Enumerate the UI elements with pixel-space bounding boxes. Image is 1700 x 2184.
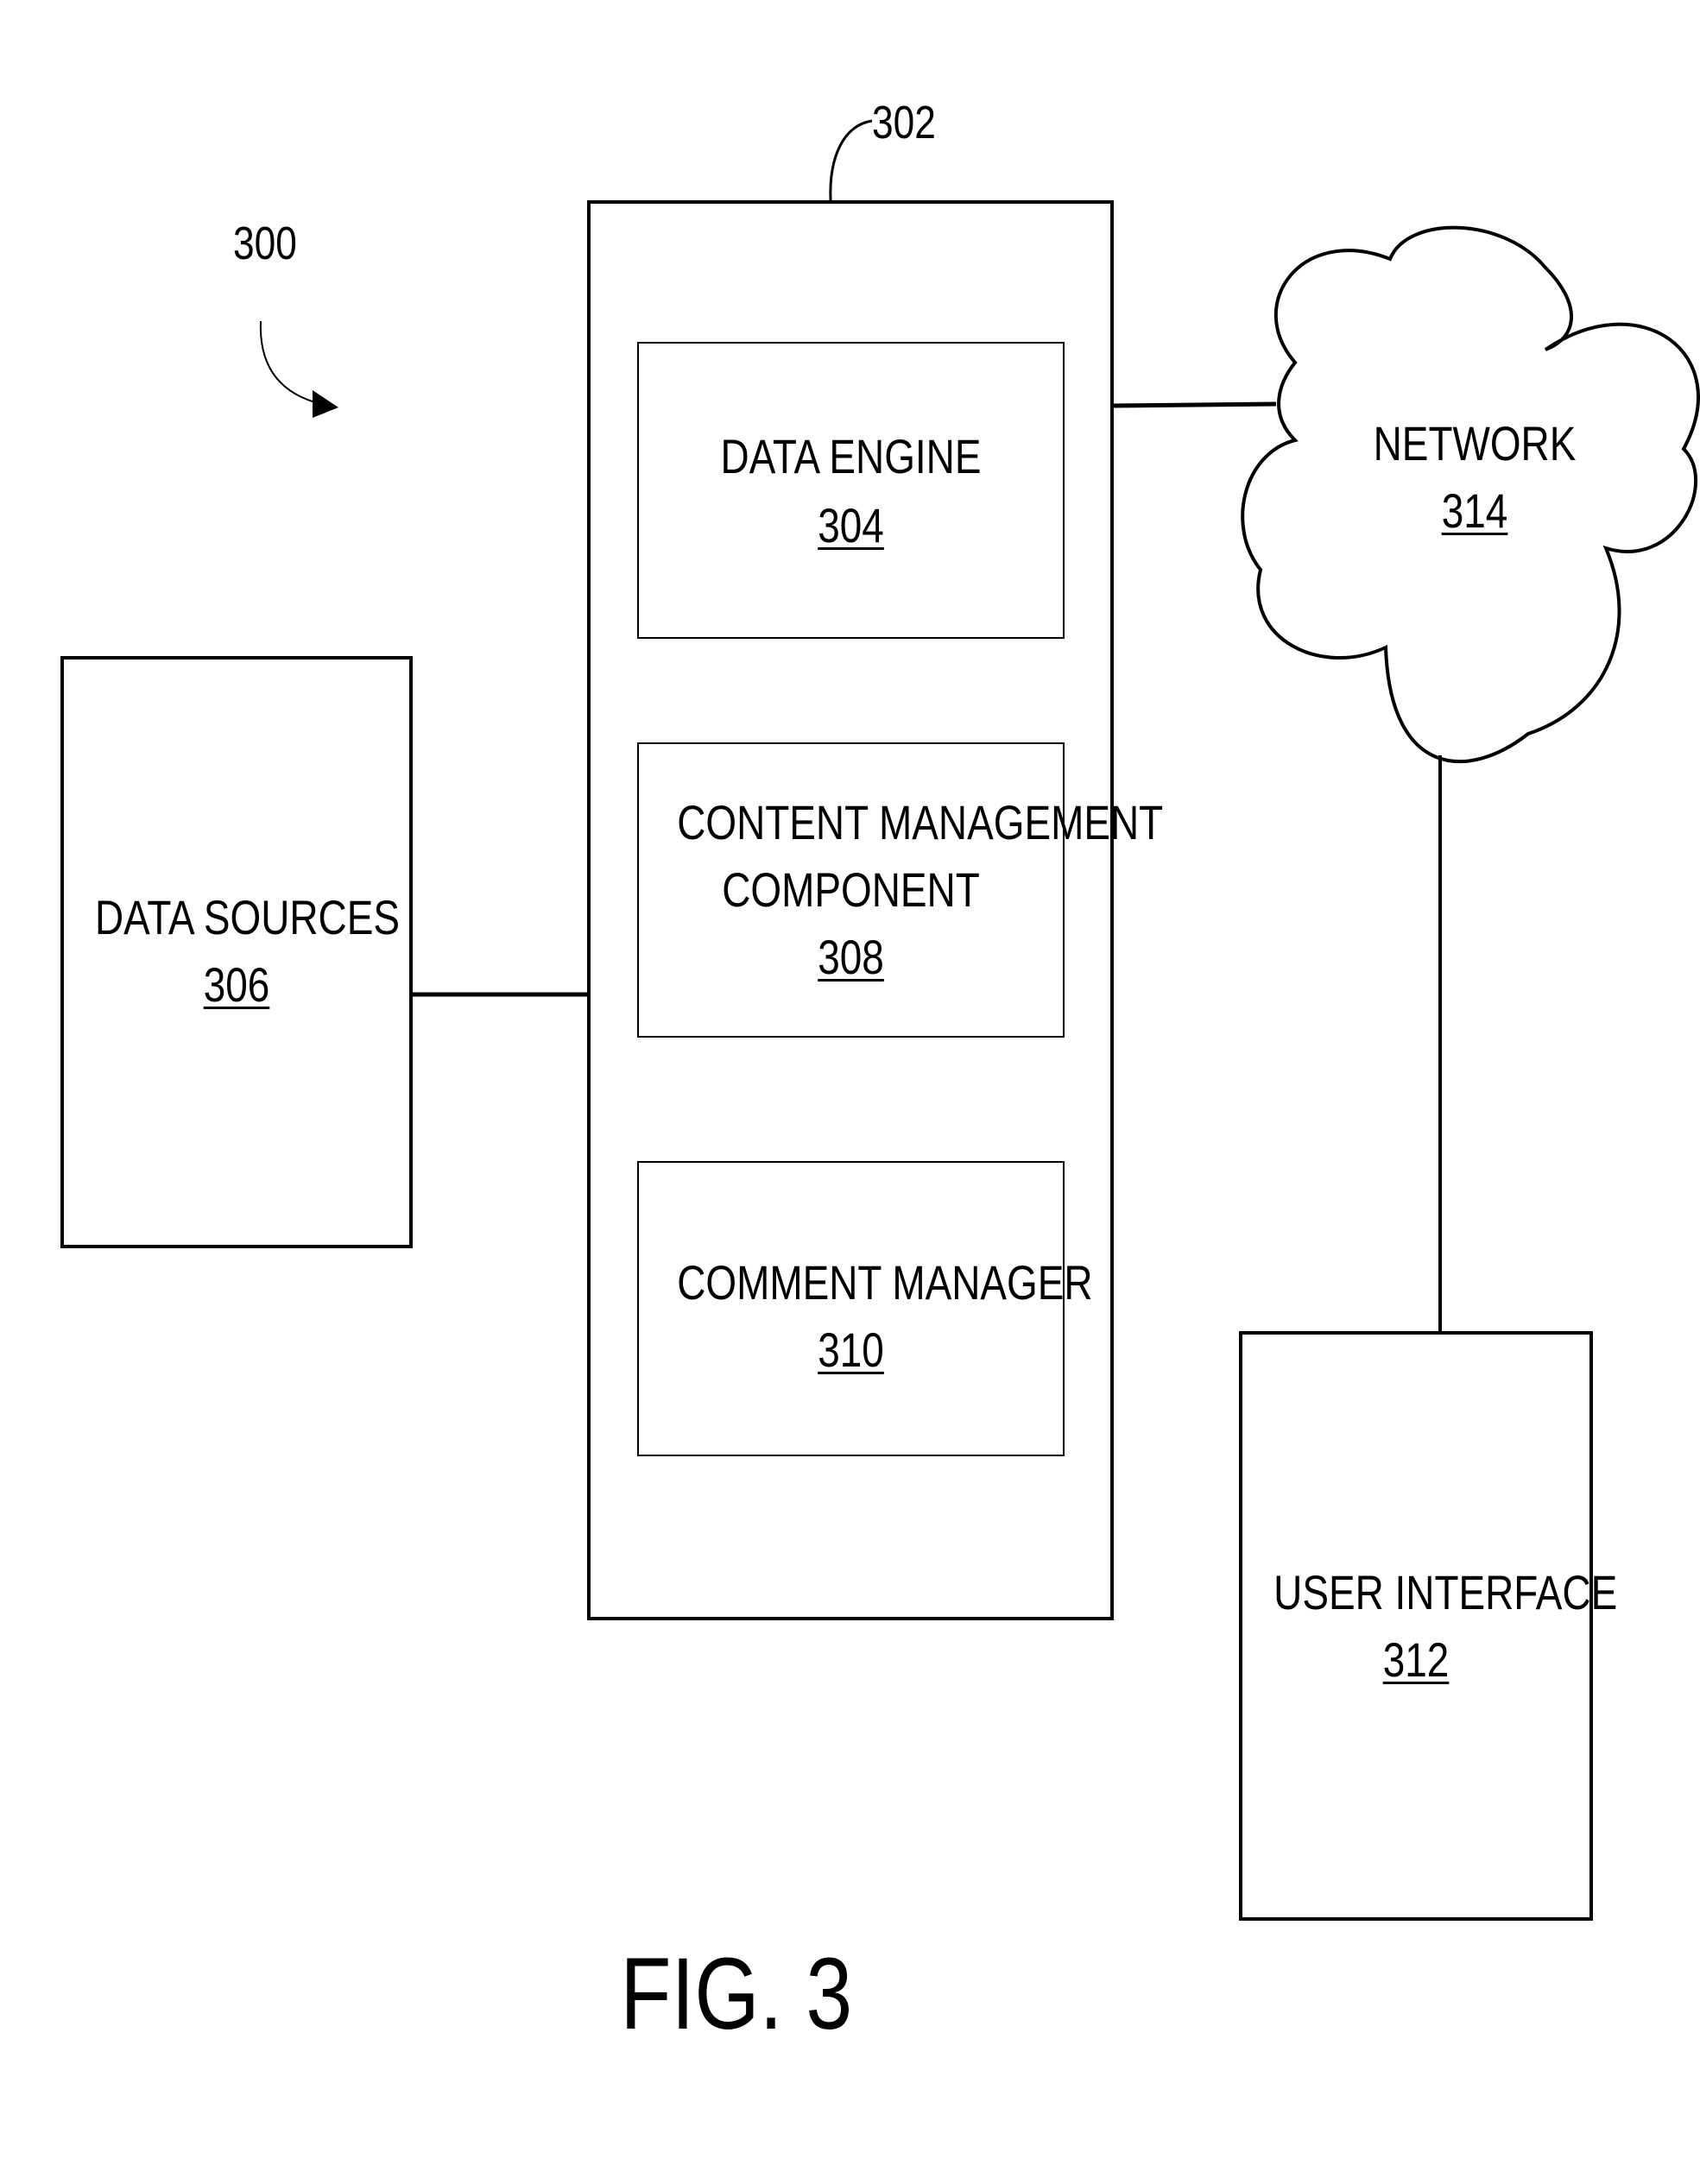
comment-manager-ref: 310 [677,1316,1025,1384]
data-sources-box: DATA SOURCES 306 [60,656,413,1248]
figure-caption: FIG. 3 [0,1938,1473,2050]
network-label-group: NETWORK 314 [1302,410,1647,557]
data-engine-ref: 304 [677,492,1025,559]
network-label: NETWORK [1333,410,1616,477]
system-ref-arrowhead [313,390,338,418]
network-ref: 314 [1333,477,1616,545]
comment-manager-label: COMMENT MANAGER [677,1249,1025,1316]
system-ref-label: 300 [233,218,297,269]
data-sources-label: DATA SOURCES [95,884,378,951]
server-network-link [1114,404,1276,406]
content-management-label-line2: COMPONENT [677,856,1025,924]
content-management-label-line1: CONTENT MANAGEMENT [677,789,1025,856]
content-management-ref: 308 [677,924,1025,991]
data-engine-box: DATA ENGINE 304 [637,342,1065,639]
data-sources-ref: 306 [95,951,378,1019]
system-ref-arrow [261,321,321,404]
comment-manager-box: COMMENT MANAGER 310 [637,1161,1065,1456]
data-engine-label: DATA ENGINE [677,423,1025,490]
user-interface-label: USER INTERFACE [1273,1559,1558,1626]
user-interface-ref: 312 [1273,1626,1558,1694]
content-management-box: CONTENT MANAGEMENT COMPONENT 308 [637,742,1065,1038]
user-interface-box: USER INTERFACE 312 [1239,1331,1593,1921]
server-ref-label: 302 [872,97,936,148]
server-ref-leader [831,121,872,200]
